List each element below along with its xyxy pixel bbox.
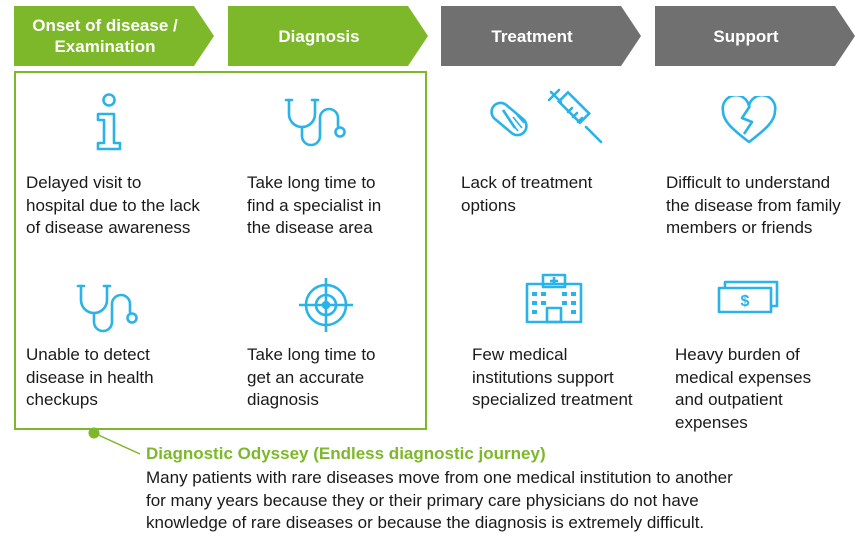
stage-label: Diagnosis	[278, 26, 360, 46]
item-delayed-visit: Delayed visit to hospital due to the lac…	[26, 173, 200, 237]
item-heavy-burden: Heavy burden of medical expenses and out…	[675, 345, 812, 432]
chevron-shape	[228, 6, 428, 66]
info-icon	[96, 93, 122, 151]
chevron-shape	[14, 6, 214, 66]
stage-label: Onset of disease / Examination	[32, 16, 178, 56]
crosshair-icon	[299, 278, 353, 332]
stethoscope-icon	[284, 98, 346, 147]
leader-line	[93, 432, 141, 455]
stage-label: Treatment	[491, 26, 573, 46]
stage-diagnosis: Diagnosis	[228, 6, 428, 66]
stage-support: Support	[655, 6, 855, 66]
money-icon: $	[717, 280, 779, 314]
stage-onset: Onset of disease / Examination	[14, 6, 214, 66]
item-accurate-diagnosis: Take long time to get an accurate diagno…	[247, 345, 376, 409]
syringe-icon	[547, 88, 603, 144]
item-few-institutions: Few medical institutions support special…	[472, 345, 633, 409]
svg-text:$: $	[741, 293, 750, 310]
item-difficult-understand: Difficult to understand the disease from…	[666, 173, 841, 237]
item-lack-treatment: Lack of treatment options	[461, 173, 593, 215]
item-unable-detect: Unable to detect disease in health check…	[26, 345, 154, 409]
stage-treatment: Treatment	[441, 6, 641, 66]
pill-icon	[490, 101, 528, 137]
broken-heart-icon	[721, 96, 777, 144]
stage-label: Support	[713, 26, 779, 46]
leader-dot	[88, 427, 100, 439]
stethoscope-icon	[76, 284, 138, 333]
diagnostic-odyssey-box	[14, 71, 427, 430]
item-find-specialist: Take long time to find a specialist in t…	[247, 173, 382, 237]
chevron-shape	[655, 6, 855, 66]
hospital-icon	[525, 273, 583, 324]
callout-body: Many patients with rare diseases move fr…	[146, 468, 733, 532]
callout-title: Diagnostic Odyssey (Endless diagnostic j…	[146, 444, 546, 463]
chevron-shape	[441, 6, 641, 66]
